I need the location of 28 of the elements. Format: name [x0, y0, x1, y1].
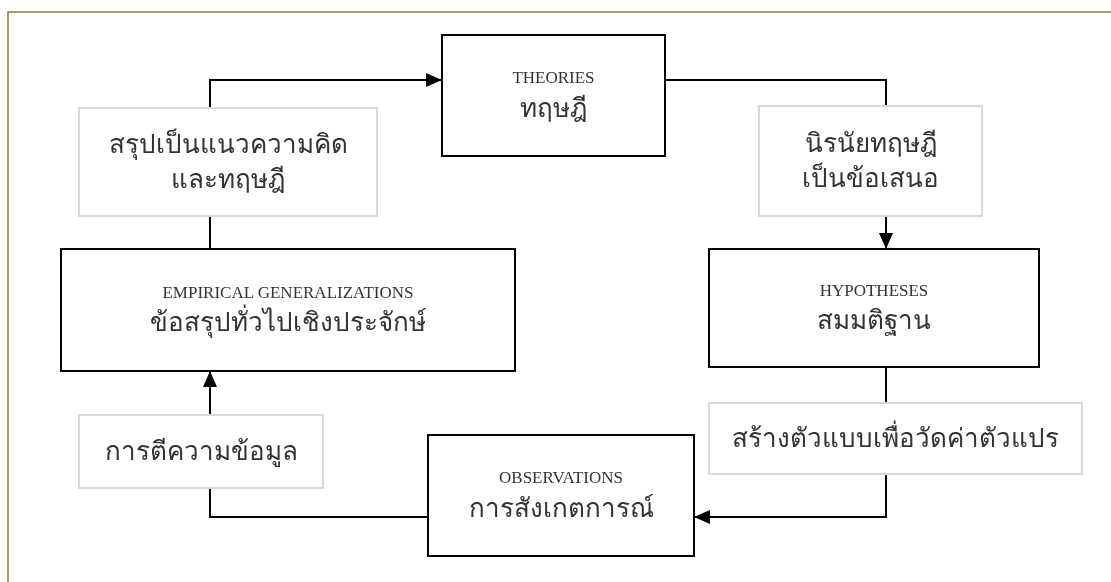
thai-text: การสังเกตการณ์	[468, 492, 654, 525]
step-box	[78, 107, 378, 217]
thai-text: นิรนัยทฤษฎีเป็นข้อเสนอ	[801, 127, 940, 195]
connector-line	[665, 79, 887, 106]
step-box	[708, 402, 1083, 475]
thai-text: สมมติฐาน	[817, 305, 931, 338]
arrow	[694, 474, 887, 524]
english-term: HYPOTHESES	[819, 279, 929, 302]
thai-text: ทฤษฎี	[520, 92, 587, 125]
arrow	[203, 371, 217, 415]
thai-text: ข้อสรุปทั่วไปเชิงประจักษ์	[150, 305, 426, 341]
concept-box	[441, 34, 666, 157]
step-box	[758, 105, 983, 217]
concept-box	[427, 434, 695, 557]
concept-box	[708, 248, 1040, 368]
thai-text: สรุปเป็นแนวความคิดและทฤษฎี	[108, 127, 348, 196]
arrow	[879, 216, 893, 249]
english-term: OBSERVATIONS	[499, 467, 623, 490]
connector-line	[209, 488, 428, 518]
connector-line	[885, 367, 887, 403]
concept-box	[60, 248, 516, 372]
english-term: EMPIRICAL GENERALIZATIONS	[162, 281, 414, 304]
step-box	[78, 414, 324, 489]
english-term: THEORIES	[512, 67, 595, 90]
arrow	[209, 73, 442, 108]
connector-line	[209, 216, 211, 249]
thai-text: การตีความข้อมูล	[104, 435, 298, 469]
thai-text: สร้างตัวแบบเพื่อวัดค่าตัวแปร	[732, 420, 1059, 457]
